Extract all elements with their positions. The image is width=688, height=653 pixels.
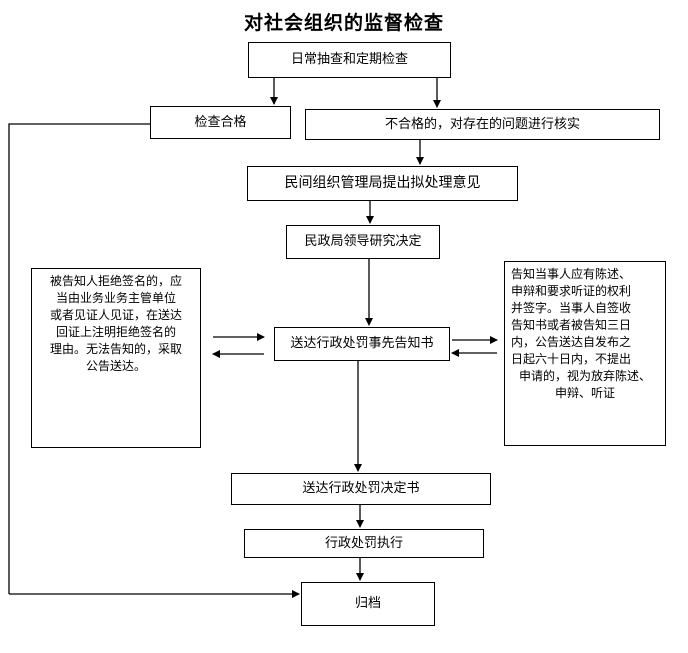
left-note-box: 被告知人拒绝签名的，应 当由业务业务主管单位 或者见证人见证，在送达 回证上注明… [31,268,201,448]
left-note-line: 回证上注明拒绝签名的 [55,325,176,339]
qualified-box: 检查合格 [150,106,291,139]
left-note-line: 公告送达。 [85,359,146,373]
bureau-opinion-box: 民间组织管理局提出拟处理意见 [247,166,518,201]
right-note-line: 告知当事人应有陈述、 [511,267,632,281]
left-note-line: 理由。无法告知的，采取 [49,342,182,356]
right-note-box: 告知当事人应有陈述、 申辩和要求听证的权利 并签字。当事人自签收 告知书或者被告… [504,261,666,446]
leader-decision-label: 民政局领导研究决定 [304,234,422,250]
diagram-title: 对社会组织的监督检查 [243,12,444,34]
right-note-line: 申辩、听证 [554,386,615,400]
advance-notice-label: 送达行政处罚事先告知书 [290,336,434,352]
archive-box: 归档 [301,582,435,626]
archive-label: 归档 [354,596,381,612]
right-note-line: 内，公告送达自发布之 [511,335,632,349]
connector-qualified-to-archive [8,123,150,594]
execution-box: 行政处罚执行 [244,529,484,558]
advance-notice-box: 送达行政处罚事先告知书 [274,327,450,361]
left-note-line: 或者见证人见证，在送达 [49,308,182,322]
leader-decision-box: 民政局领导研究决定 [286,225,440,259]
routine-check-label: 日常抽查和定期检查 [290,52,408,68]
routine-check-box: 日常抽查和定期检查 [248,42,451,78]
unqualified-box: 不合格的，对存在的问题进行核实 [305,109,660,140]
right-note-line: 日起六十日内，不提出 [511,352,632,366]
left-note-line: 当由业务业务主管单位 [55,291,176,305]
decision-letter-label: 送达行政处罚决定书 [302,481,420,497]
right-note-line: 申辩和要求听证的权利 [511,284,632,298]
decision-letter-box: 送达行政处罚决定书 [231,473,491,505]
left-note-line: 被告知人拒绝签名的，应 [49,274,182,288]
unqualified-label: 不合格的，对存在的问题进行核实 [384,116,580,132]
right-note-line: 申请的，视为放弃陈述、 [518,369,651,383]
right-note-line: 告知书或者被告知三日 [511,318,632,332]
execution-label: 行政处罚执行 [324,535,403,551]
qualified-label: 检查合格 [194,114,247,130]
bureau-opinion-label: 民间组织管理局提出拟处理意见 [284,175,481,192]
right-note-line: 并签字。当事人自签收 [511,301,632,315]
